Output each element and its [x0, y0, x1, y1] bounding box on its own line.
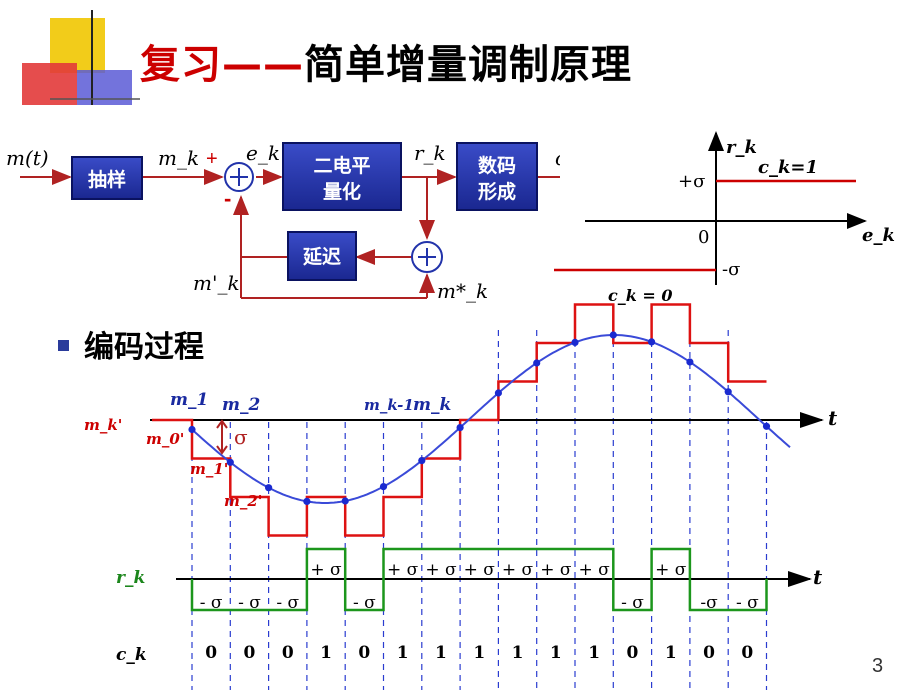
sample-point	[533, 359, 541, 367]
code-value: 1	[320, 643, 332, 663]
sample-point	[303, 497, 311, 505]
plus-sign: +	[206, 148, 218, 170]
char-pos-level: +σ	[678, 171, 705, 192]
sample-point	[226, 458, 234, 466]
time-label-top: t	[828, 406, 838, 430]
pulse-label: - σ	[736, 593, 759, 613]
code-value: 0	[741, 643, 753, 663]
delay-label: 延迟	[302, 246, 341, 268]
sample-point	[456, 424, 464, 432]
pulse-label: + σ	[540, 560, 572, 580]
pulse-label: + σ	[655, 560, 687, 580]
error-signal-label: e_k	[246, 141, 280, 165]
staircase-approximation	[152, 303, 767, 537]
label-mk-prime: m_k'	[84, 416, 122, 434]
sample-point	[494, 389, 502, 397]
sampler-label: 抽样	[88, 168, 126, 191]
section-heading: 编码过程	[84, 330, 204, 365]
sample-point	[379, 483, 388, 491]
code-value: 0	[205, 643, 217, 663]
code-value: 0	[627, 643, 639, 663]
quantizer-label-1: 二电平	[313, 154, 370, 177]
sample-point	[686, 358, 694, 366]
page-number: 3	[872, 655, 884, 677]
code-value: 0	[358, 643, 370, 663]
label-m1: m_1	[170, 390, 208, 410]
decorative-logo	[22, 10, 140, 105]
char-neg-level: -σ	[722, 259, 740, 280]
pulse-label: -σ	[700, 593, 718, 613]
summing-junction-2	[411, 241, 443, 273]
encoder-label-2: 形成	[478, 180, 516, 203]
label-m1-prime: m_1'	[190, 460, 228, 478]
sample-point	[648, 338, 656, 346]
char-upper-code: c_k=1	[758, 157, 818, 178]
pulse-label: - σ	[200, 593, 223, 613]
sampled-signal-label: m_k	[158, 146, 199, 170]
code-value: 1	[588, 643, 600, 663]
sample-point	[609, 331, 617, 339]
label-mk: m_k	[413, 395, 451, 415]
sample-point	[571, 338, 579, 346]
char-origin-label: 0	[698, 227, 709, 248]
pulse-label: - σ	[276, 593, 299, 613]
code-value: 0	[244, 643, 256, 663]
code-value: 1	[473, 643, 485, 663]
label-rk: r_k	[116, 568, 145, 588]
sigma-label: σ	[234, 425, 248, 449]
code-value: 1	[397, 643, 409, 663]
minus-sign: -	[224, 186, 231, 211]
encoder-block	[456, 142, 538, 211]
label-m2-prime: m_2'	[224, 492, 262, 510]
reconstructed-signal-label: m*_k	[437, 279, 488, 303]
code-value: 1	[665, 643, 677, 663]
pulse-label: - σ	[238, 593, 261, 613]
code-value: 1	[512, 643, 524, 663]
feedback-signal-label: m'_k	[193, 271, 240, 295]
quantizer-block	[282, 142, 402, 211]
pulse-label: - σ	[353, 593, 376, 613]
code-value: 0	[703, 643, 715, 663]
quantizer-label-2: 量化	[323, 180, 361, 203]
char-y-label: r_k	[726, 137, 757, 158]
pulse-label: + σ	[464, 560, 496, 580]
label-m0-prime: m_0'	[146, 430, 184, 448]
code-value: 0	[282, 643, 294, 663]
summing-junction-1	[224, 162, 254, 192]
page-title: 复习——简单增量调制原理	[140, 42, 632, 88]
sample-point	[762, 422, 771, 430]
code-value: 1	[550, 643, 562, 663]
time-label-rk: t	[813, 565, 823, 589]
pulse-label: + σ	[425, 560, 457, 580]
pulse-label: - σ	[621, 593, 644, 613]
sample-point	[418, 457, 426, 465]
char-lower-code: c_k = 0	[608, 286, 673, 305]
sample-point	[341, 497, 349, 505]
sample-point	[188, 425, 196, 434]
bullet-icon	[58, 340, 69, 351]
encoder-label-1: 数码	[478, 154, 516, 177]
code-value: 1	[435, 643, 447, 663]
sampler-block	[71, 156, 143, 200]
label-ck: c_k	[116, 645, 147, 665]
pulse-label: + σ	[310, 560, 342, 580]
delay-block	[287, 231, 357, 281]
block-diagram: 抽样 二电平 量化 数码 形成 延迟 m(t) m_k e_k r_k c_k …	[6, 141, 560, 303]
input-signal-label: m(t)	[6, 146, 49, 170]
sample-point	[265, 484, 273, 492]
quantized-signal-label: r_k	[414, 141, 446, 165]
rk-pulse-train	[190, 547, 768, 612]
sample-point	[724, 388, 732, 396]
label-mk-1: m_k-1	[364, 396, 414, 414]
quantizer-characteristic: r_k e_k 0 +σ -σ c_k=1 c_k = 0	[554, 131, 895, 305]
label-m2: m_2	[222, 395, 260, 415]
pulse-label: + σ	[387, 560, 419, 580]
pulse-label: + σ	[502, 560, 534, 580]
output-code-label: c_k	[555, 146, 560, 170]
sigma-marker	[216, 419, 228, 455]
pulse-label: + σ	[579, 560, 611, 580]
char-x-label: e_k	[862, 225, 895, 246]
